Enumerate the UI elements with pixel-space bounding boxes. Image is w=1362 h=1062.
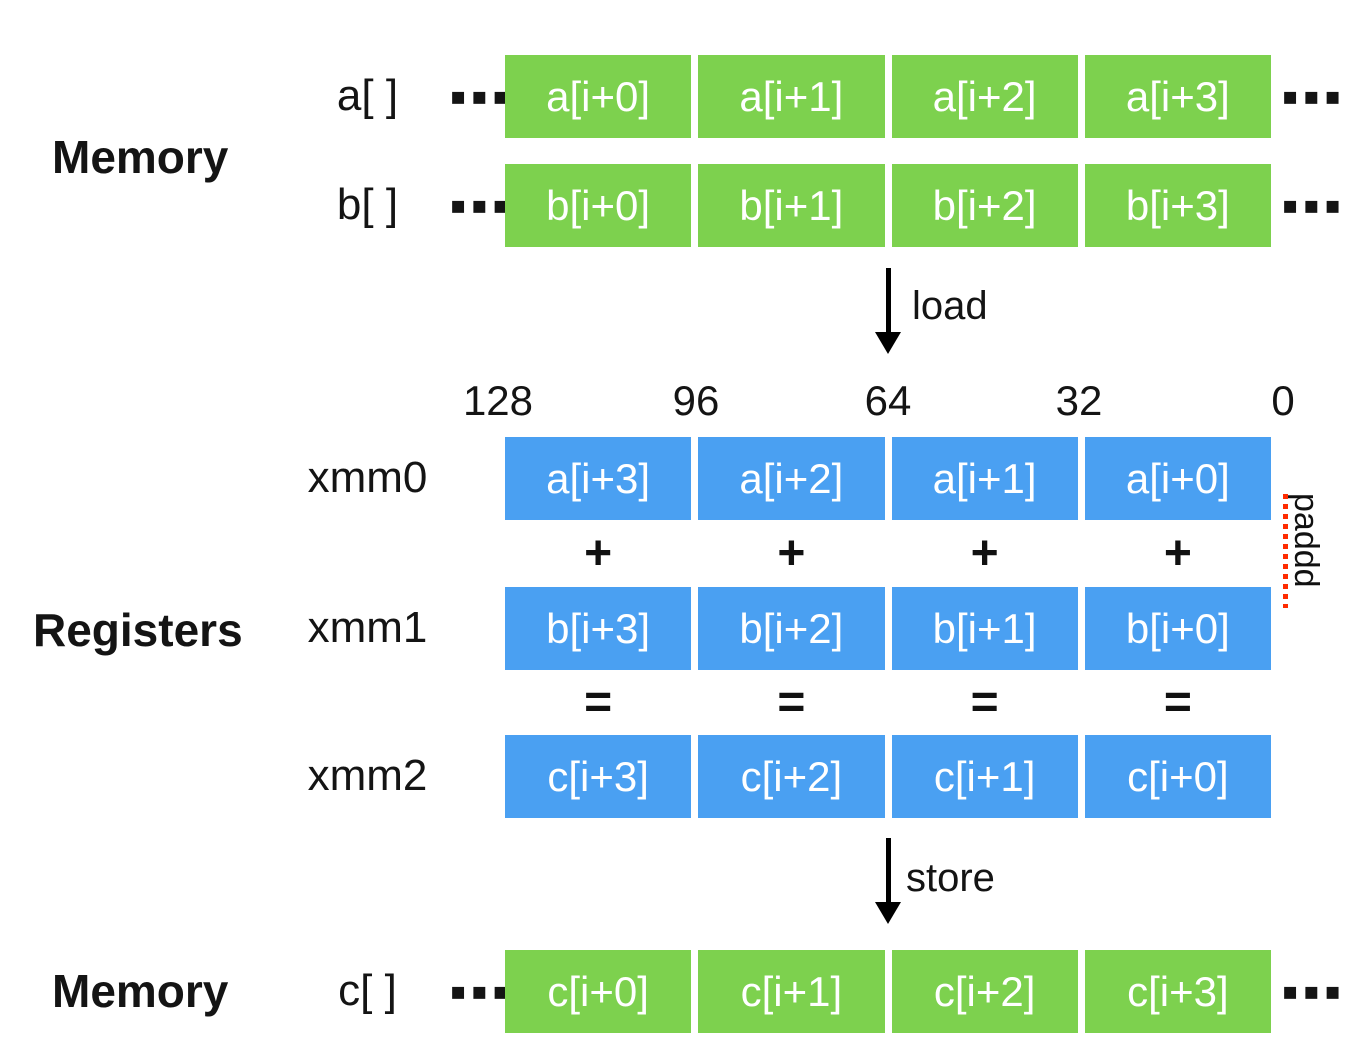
store-arrow-head — [875, 902, 901, 924]
memory-cell: c[i+3] — [1084, 950, 1271, 1033]
bit-label-128: 128 — [462, 377, 534, 424]
register-row-xmm1: b[i+3] b[i+2] b[i+1] b[i+0] — [505, 587, 1271, 670]
memory-cell: c[i+2] — [891, 950, 1078, 1033]
array-b-label: b[ ] — [336, 180, 399, 229]
memory-cell: c[i+0] — [505, 950, 692, 1033]
array-a-label: a[ ] — [336, 71, 399, 120]
bit-label-96: 96 — [672, 377, 720, 424]
memory-cell: b[i+1] — [698, 164, 885, 247]
register-cell: c[i+1] — [891, 735, 1078, 818]
register-cell: c[i+3] — [505, 735, 692, 818]
register-row-xmm2: c[i+3] c[i+2] c[i+1] c[i+0] — [505, 735, 1271, 818]
load-arrow-head — [875, 332, 901, 354]
plus-operator-row: + + + + — [505, 526, 1271, 580]
memory-row-a: a[i+0] a[i+1] a[i+2] a[i+3] — [505, 55, 1271, 138]
memory-cell: b[i+3] — [1084, 164, 1271, 247]
ellipsis-a-left: ▪▪▪ — [450, 82, 514, 110]
register-row-xmm0: a[i+3] a[i+2] a[i+1] a[i+0] — [505, 437, 1271, 520]
equals-operator: = — [970, 675, 999, 729]
load-arrow-label: load — [912, 284, 988, 328]
memory-cell: b[i+2] — [891, 164, 1078, 247]
register-xmm2-label: xmm2 — [307, 751, 428, 800]
memory-row-c: c[i+0] c[i+1] c[i+2] c[i+3] — [505, 950, 1271, 1033]
plus-operator: + — [777, 526, 806, 580]
equals-operator: = — [584, 675, 613, 729]
plus-operator: + — [970, 526, 999, 580]
ellipsis-b-left: ▪▪▪ — [450, 191, 514, 219]
paddd-instruction-label: paddd — [1287, 493, 1325, 588]
memory-row-b: b[i+0] b[i+1] b[i+2] b[i+3] — [505, 164, 1271, 247]
register-xmm0-label: xmm0 — [307, 453, 428, 502]
array-c-label: c[ ] — [338, 966, 397, 1015]
equals-operator: = — [777, 675, 806, 729]
plus-operator: + — [584, 526, 613, 580]
memory-cell: a[i+3] — [1084, 55, 1271, 138]
memory-bottom-section-label: Memory — [52, 965, 229, 1017]
memory-top-section-label: Memory — [52, 131, 229, 183]
store-arrow-label: store — [906, 856, 995, 900]
memory-cell: a[i+2] — [891, 55, 1078, 138]
register-cell: b[i+3] — [505, 587, 692, 670]
register-cell: b[i+0] — [1084, 587, 1271, 670]
memory-cell: a[i+1] — [698, 55, 885, 138]
equals-operator-row: = = = = — [505, 675, 1271, 729]
plus-operator: + — [1163, 526, 1192, 580]
registers-section-label: Registers — [33, 604, 243, 656]
register-cell: a[i+2] — [698, 437, 885, 520]
store-arrow — [886, 838, 891, 904]
memory-cell: c[i+1] — [698, 950, 885, 1033]
ellipsis-c-left: ▪▪▪ — [450, 977, 514, 1005]
bit-label-32: 32 — [1055, 377, 1103, 424]
register-cell: a[i+0] — [1084, 437, 1271, 520]
memory-cell: b[i+0] — [505, 164, 692, 247]
register-cell: a[i+1] — [891, 437, 1078, 520]
equals-operator: = — [1163, 675, 1192, 729]
register-xmm1-label: xmm1 — [307, 603, 428, 652]
bit-label-0: 0 — [1271, 377, 1295, 424]
load-arrow — [886, 268, 891, 334]
paddd-marker-line — [1283, 494, 1288, 608]
ellipsis-b-right: ▪▪▪ — [1282, 191, 1346, 219]
ellipsis-a-right: ▪▪▪ — [1282, 82, 1346, 110]
register-cell: c[i+0] — [1084, 735, 1271, 818]
bit-label-64: 64 — [864, 377, 912, 424]
register-cell: b[i+1] — [891, 587, 1078, 670]
register-cell: c[i+2] — [698, 735, 885, 818]
ellipsis-c-right: ▪▪▪ — [1282, 977, 1346, 1005]
memory-cell: a[i+0] — [505, 55, 692, 138]
register-cell: b[i+2] — [698, 587, 885, 670]
register-cell: a[i+3] — [505, 437, 692, 520]
